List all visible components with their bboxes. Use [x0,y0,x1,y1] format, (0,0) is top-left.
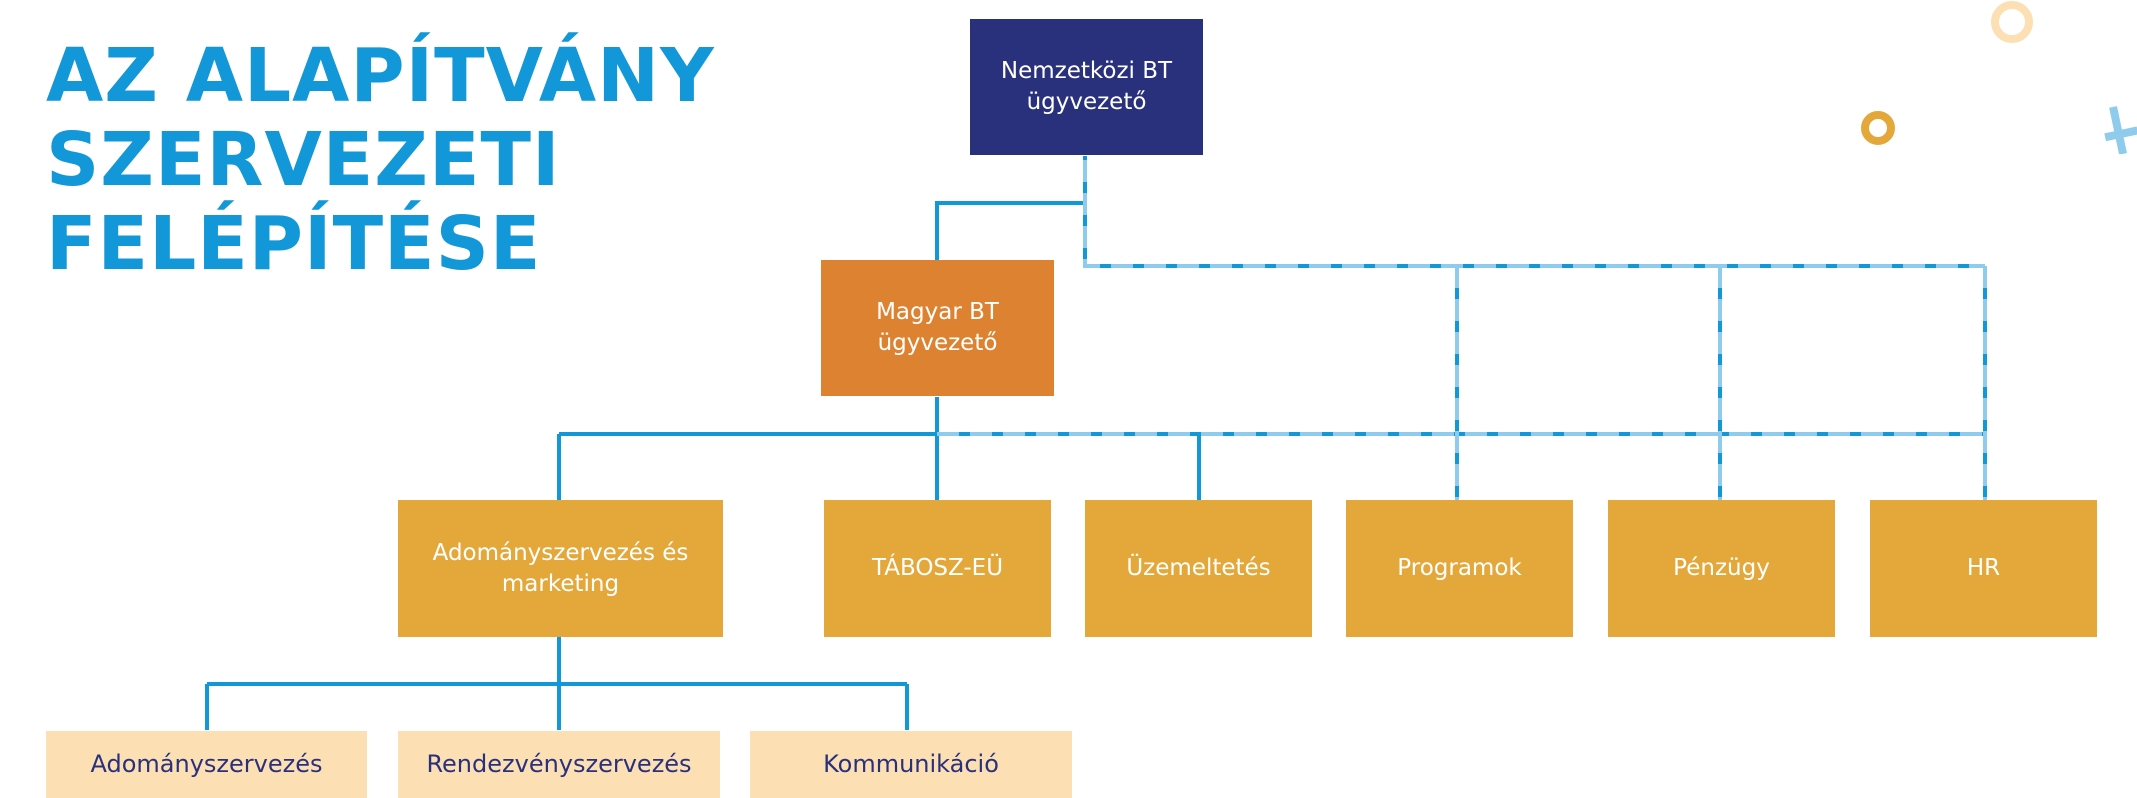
dashed-top-bus [1083,160,1985,268]
title-line-3: FELÉPÍTÉSE [46,201,542,287]
box-adomanyszervezes-es-marketing: Adományszervezés és marketing [398,500,723,637]
box-label: Üzemeltetés [1126,555,1271,581]
box-adomanyszervezes: Adományszervezés [46,731,367,798]
box-penzugy: Pénzügy [1608,500,1835,637]
dashed-overlay [937,160,1987,500]
box-label: Adományszervezés és marketing [432,539,689,597]
ring-icon [1991,1,2033,43]
box-label: Programok [1397,555,1522,581]
box-rendezvenyszervezes: Rendezvényszervezés [398,731,720,798]
box-programok: Programok [1346,500,1573,637]
box-label: TÁBOSZ-EÜ [871,555,1004,581]
box-nemzetkozi-bt-ugyvezeto: Nemzetközi BT ügyvezető [970,19,1203,155]
box-label: HR [1966,555,2001,581]
box-label: Adományszervezés [90,750,323,778]
box-uzemeltetes: Üzemeltetés [1085,500,1312,637]
box-tabosz-eu: TÁBOSZ-EÜ [824,500,1051,637]
box-label: Pénzügy [1673,555,1770,581]
title-line-1: AZ ALAPÍTVÁNY [46,33,715,119]
title-line-2: SZERVEZETI [46,117,561,203]
box-label: Magyar BT ügyvezető [876,299,999,356]
connector-top-to-mid [935,201,1085,260]
box-label: Nemzetközi BT ügyvezető [1000,58,1173,115]
box-hr: HR [1870,500,2097,637]
page-title: AZ ALAPÍTVÁNY SZERVEZETI FELÉPÍTÉSE [46,34,715,286]
box-kommunikacio: Kommunikáció [750,731,1072,798]
plus-icon [2104,106,2137,154]
ring-icon [1861,111,1895,145]
box-label: Kommunikáció [823,750,999,778]
connector-top-bus [1083,203,1985,268]
box-label: Rendezvényszervezés [426,750,692,778]
box-magyar-bt-ugyvezeto: Magyar BT ügyvezető [821,260,1054,396]
